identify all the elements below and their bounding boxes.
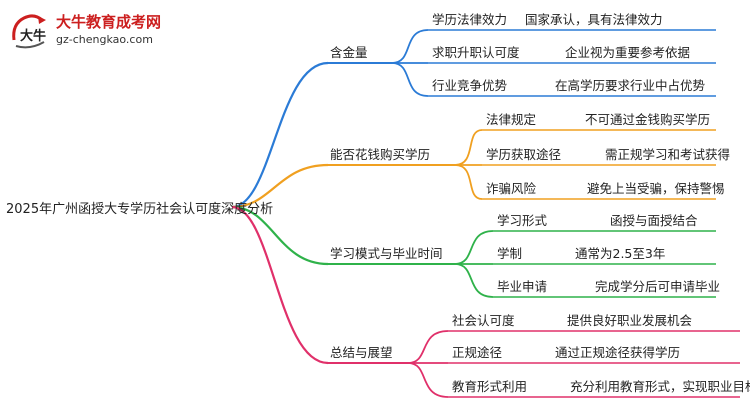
branch-label-2: 能否花钱购买学历 [330,147,431,162]
child-connector [454,129,483,166]
child-label: 学历获取途径 [486,147,562,162]
logo-url: gz-chengkao.com [56,33,153,46]
logo-mark-icon: 大牛 [12,14,46,49]
child-detail: 通常为2.5至3年 [575,246,666,261]
child-detail: 企业视为重要参考依据 [565,45,691,60]
child-connector [454,263,494,298]
logo: 大牛 大牛教育成考网 gz-chengkao.com [8,10,188,54]
child-connector [391,62,429,97]
child-label: 社会认可度 [452,313,515,328]
branch-label-3: 学习模式与毕业时间 [330,246,443,261]
child-label: 诈骗风险 [486,181,537,196]
child-label: 行业竞争优势 [432,78,508,93]
child-label: 学制 [497,246,523,261]
child-detail: 需正规学习和考试获得 [605,147,731,162]
child-label: 学历法律效力 [432,12,508,27]
branch-connector-4 [231,205,329,365]
child-connector [407,362,449,398]
child-detail: 完成学分后可申请毕业 [595,279,721,294]
branch-label-4: 总结与展望 [330,345,393,360]
branch-label-1: 含金量 [330,45,368,60]
child-detail: 通过正规途径获得学历 [555,345,681,360]
child-detail: 国家承认，具有法律效力 [525,12,663,27]
child-detail: 提供良好职业发展机会 [567,313,693,328]
child-label: 法律规定 [486,112,537,127]
logo-mark-text: 大牛 [20,28,46,44]
branch-connector-2 [231,163,329,209]
child-connector [407,330,449,364]
child-detail: 在高学历要求行业中占优势 [555,78,706,93]
child-label: 求职升职认可度 [432,45,520,60]
child-connector [391,29,429,64]
child-label: 毕业申请 [497,279,548,294]
root-topic: 2025年广州函授大专学历社会认可度深度分析 [6,202,274,217]
child-detail: 避免上当受骗，保持警惕 [587,181,725,196]
child-label: 教育形式利用 [452,379,528,394]
logo-title: 大牛教育成考网 [56,13,162,31]
child-detail: 函授与面授结合 [610,213,698,228]
child-detail: 不可通过金钱购买学历 [585,112,711,127]
child-label: 学习形式 [497,213,548,228]
child-label: 正规途径 [452,345,503,360]
branch-connector-3 [231,205,329,266]
branch-connector-1 [231,61,329,209]
child-connector [454,230,494,265]
child-connector [454,164,483,200]
child-detail: 充分利用教育形式，实现职业目标 [570,379,750,394]
